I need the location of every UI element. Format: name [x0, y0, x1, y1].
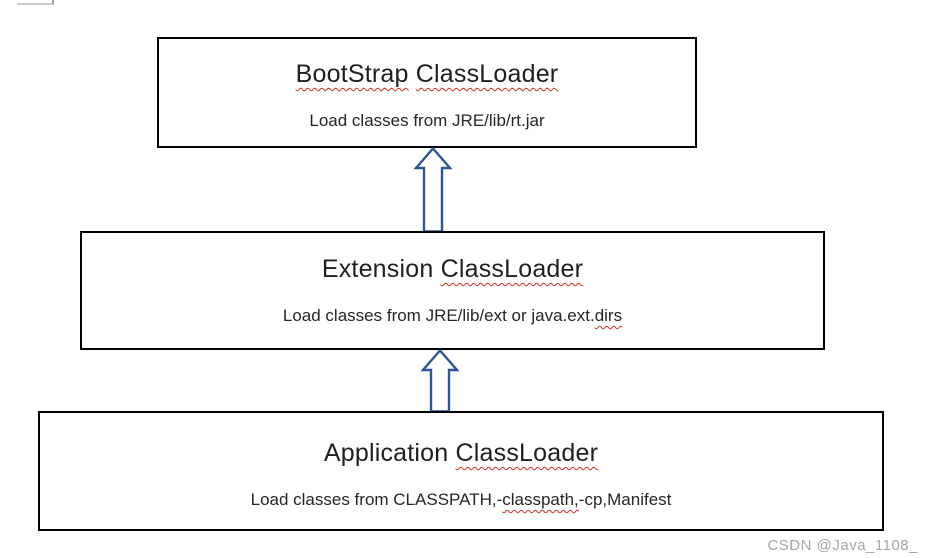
extension-title: Extension ClassLoader	[322, 254, 583, 284]
application-subtitle-text: Load classes from CLASSPATH,-	[250, 490, 503, 509]
application-subtitle-text: -cp,Manifest	[578, 490, 672, 509]
extension-title-word: Extension	[321, 255, 441, 283]
bootstrap-title-word: BootStrap	[295, 60, 409, 88]
bootstrap-subtitle: Load classes from JRE/lib/rt.jar	[309, 110, 544, 132]
box-application-classloader: Application ClassLoader Load classes fro…	[38, 411, 884, 531]
application-title-word: Application	[323, 439, 456, 467]
application-subtitle-text: classpath,	[502, 490, 579, 509]
bootstrap-title-word: ClassLoader	[415, 60, 559, 88]
application-title: Application ClassLoader	[324, 438, 598, 468]
cropped-window-fragment	[17, 0, 54, 5]
box-bootstrap-classloader: BootStrap ClassLoader Load classes from …	[157, 37, 697, 148]
up-arrow-extension-to-bootstrap-icon	[414, 147, 452, 233]
bootstrap-title: BootStrap ClassLoader	[296, 59, 559, 89]
extension-title-word: ClassLoader	[440, 255, 584, 283]
application-subtitle: Load classes from CLASSPATH,-classpath,-…	[251, 489, 672, 511]
csdn-watermark: CSDN @Java_1108_	[767, 537, 918, 554]
box-extension-classloader: Extension ClassLoader Load classes from …	[80, 231, 825, 350]
title-space	[409, 60, 416, 88]
extension-subtitle-text: Load classes from JRE/lib/ext or java.ex…	[282, 306, 595, 325]
extension-subtitle: Load classes from JRE/lib/ext or java.ex…	[283, 305, 622, 327]
extension-subtitle-text: dirs	[594, 306, 623, 325]
application-title-word: ClassLoader	[455, 439, 599, 467]
bootstrap-subtitle-text: Load classes from JRE/lib/rt.jar	[309, 111, 545, 130]
up-arrow-application-to-extension-icon	[421, 349, 459, 413]
